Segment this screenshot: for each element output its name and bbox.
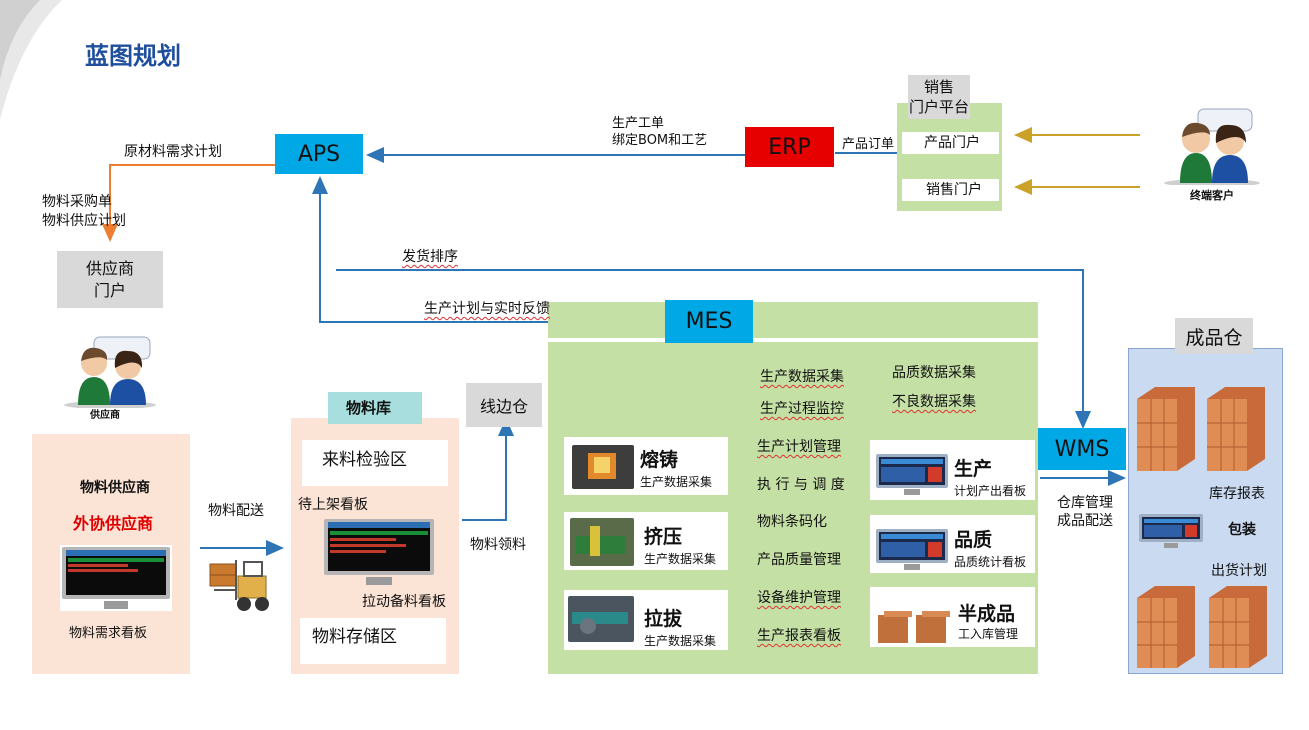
- process-name: 熔铸: [640, 449, 679, 471]
- end-customer-icon: [1164, 108, 1260, 185]
- mes-function: 生产计划管理: [757, 439, 841, 455]
- process-card-extrusion: 挤压 生产数据采集: [564, 512, 728, 570]
- mes-header-band: [548, 302, 1038, 338]
- mes-function: 品质数据采集: [892, 365, 976, 381]
- mes-function: 物料条码化: [757, 514, 827, 530]
- mes-function: 生产过程监控: [760, 401, 844, 417]
- sales-portal: [902, 179, 999, 201]
- mes-function: 不良数据采集: [892, 394, 976, 410]
- corner-decoration: [0, 0, 62, 120]
- edge-label-plan-feedback: 生产计划与实时反馈: [424, 301, 550, 317]
- edge-label-product-order: 产品订单: [842, 137, 895, 152]
- finished-store-title: 成品仓: [1175, 318, 1253, 354]
- finished-goods-boxes-bottom: [1137, 586, 1267, 668]
- process-card-casting: 熔铸 生产数据采集: [564, 437, 728, 495]
- drawing-photo: [568, 596, 634, 642]
- edge-label-delivery: 物料配送: [208, 503, 264, 519]
- inventory-report-label: 库存报表: [1209, 486, 1265, 502]
- production-board-monitor: [876, 454, 948, 495]
- forklift-icon: [209, 560, 269, 611]
- aps-node: APS: [275, 134, 363, 174]
- sales-portal-label: 销售门户: [926, 182, 982, 198]
- edge-label-supply-plan: 物料供应计划: [42, 213, 126, 229]
- end-customer-label: 终端客户: [1190, 189, 1234, 202]
- pull-board-monitor: [324, 519, 434, 585]
- product-portal-label: 产品门户: [924, 135, 980, 151]
- pull-board-label: 拉动备料看板: [362, 594, 446, 610]
- wms-node: WMS: [1038, 428, 1126, 470]
- board-card-semi-finished: 半成品 工入库管理: [870, 587, 1035, 647]
- board-card-production: 生产 计划产出看板: [870, 440, 1035, 500]
- edge-label-work-order: 生产工单: [612, 116, 665, 131]
- edge-label-bom: 绑定BOM和工艺: [612, 133, 708, 148]
- material-supplier-label: 物料供应商: [80, 480, 150, 496]
- process-card-drawing: 拉拔 生产数据采集: [564, 590, 728, 650]
- process-name: 挤压: [644, 526, 683, 548]
- demand-board-monitor: [60, 545, 172, 611]
- process-desc: 生产数据采集: [644, 552, 717, 566]
- supplier-icon: [64, 336, 156, 408]
- demand-board-label: 物料需求看板: [69, 626, 148, 641]
- mes-function: 执 行 与 调 度: [757, 477, 845, 493]
- edge-label-shipping-sort: 发货排序: [402, 249, 458, 265]
- page-title: 蓝图规划: [85, 42, 181, 70]
- pack-label: 包装: [1228, 522, 1256, 538]
- shelf-board-label: 待上架看板: [298, 497, 368, 513]
- board-desc: 品质统计看板: [954, 555, 1027, 569]
- board-name: 品质: [954, 529, 993, 551]
- mes-function: 生产报表看板: [757, 628, 841, 644]
- pack-board-monitor: [1139, 514, 1203, 548]
- storage-area-label: 物料存储区: [312, 627, 397, 647]
- process-desc: 生产数据采集: [644, 634, 717, 648]
- mes-node: MES: [665, 300, 753, 343]
- extrusion-photo: [570, 518, 634, 566]
- outsource-supplier-label: 外协供应商: [73, 514, 154, 533]
- board-name: 生产: [954, 458, 993, 480]
- inspect-area: [302, 440, 448, 486]
- quality-board-monitor: [876, 529, 948, 570]
- storage-area: [300, 618, 446, 664]
- board-desc: 工入库管理: [958, 627, 1019, 641]
- semi-finished-boxes-icon: [878, 611, 950, 643]
- board-desc: 计划产出看板: [954, 484, 1027, 498]
- casting-photo: [572, 445, 634, 489]
- erp-node: ERP: [745, 127, 834, 167]
- inspect-area-label: 来料检验区: [322, 450, 407, 470]
- supplier-label: 供应商: [90, 410, 120, 421]
- edge-label-warehouse: 仓库管理: [1057, 495, 1113, 511]
- board-card-quality: 品质 品质统计看板: [870, 515, 1035, 573]
- material-store-title: 物料库: [346, 399, 392, 417]
- ship-plan-label: 出货计划: [1211, 563, 1267, 579]
- process-name: 拉拔: [644, 608, 683, 630]
- mes-function: 生产数据采集: [760, 369, 844, 385]
- mes-function: 产品质量管理: [757, 552, 841, 568]
- process-desc: 生产数据采集: [640, 475, 713, 489]
- edge-label-material-pick: 物料领料: [470, 537, 526, 553]
- supplier-portal-node: 供应商 门户: [57, 251, 163, 308]
- edge-label-raw-plan: 原材料需求计划: [124, 144, 222, 160]
- sales-platform-title: 销售 门户平台: [908, 75, 970, 119]
- edge-label-finished-delivery: 成品配送: [1057, 513, 1113, 529]
- finished-goods-boxes-top: [1137, 387, 1265, 471]
- material-store-title-bg: [328, 392, 422, 424]
- product-portal: [902, 132, 999, 154]
- edge-label-purchase-order: 物料采购单: [42, 194, 112, 210]
- mes-function: 设备维护管理: [757, 590, 841, 606]
- board-name: 半成品: [958, 603, 1016, 625]
- line-side-store-node: 线边仓: [466, 383, 542, 427]
